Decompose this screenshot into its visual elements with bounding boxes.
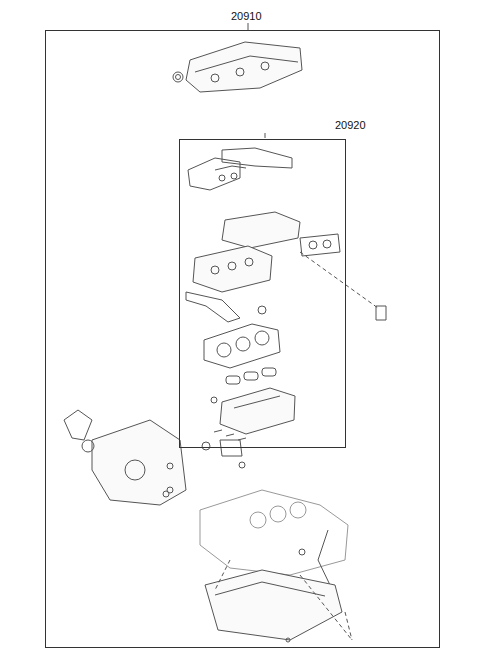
kit-outline-box: 2091020920	[45, 30, 440, 648]
part-number: 20920	[333, 119, 368, 131]
kit-outline-box: 20920	[179, 139, 346, 448]
part-number: 20910	[229, 10, 264, 22]
